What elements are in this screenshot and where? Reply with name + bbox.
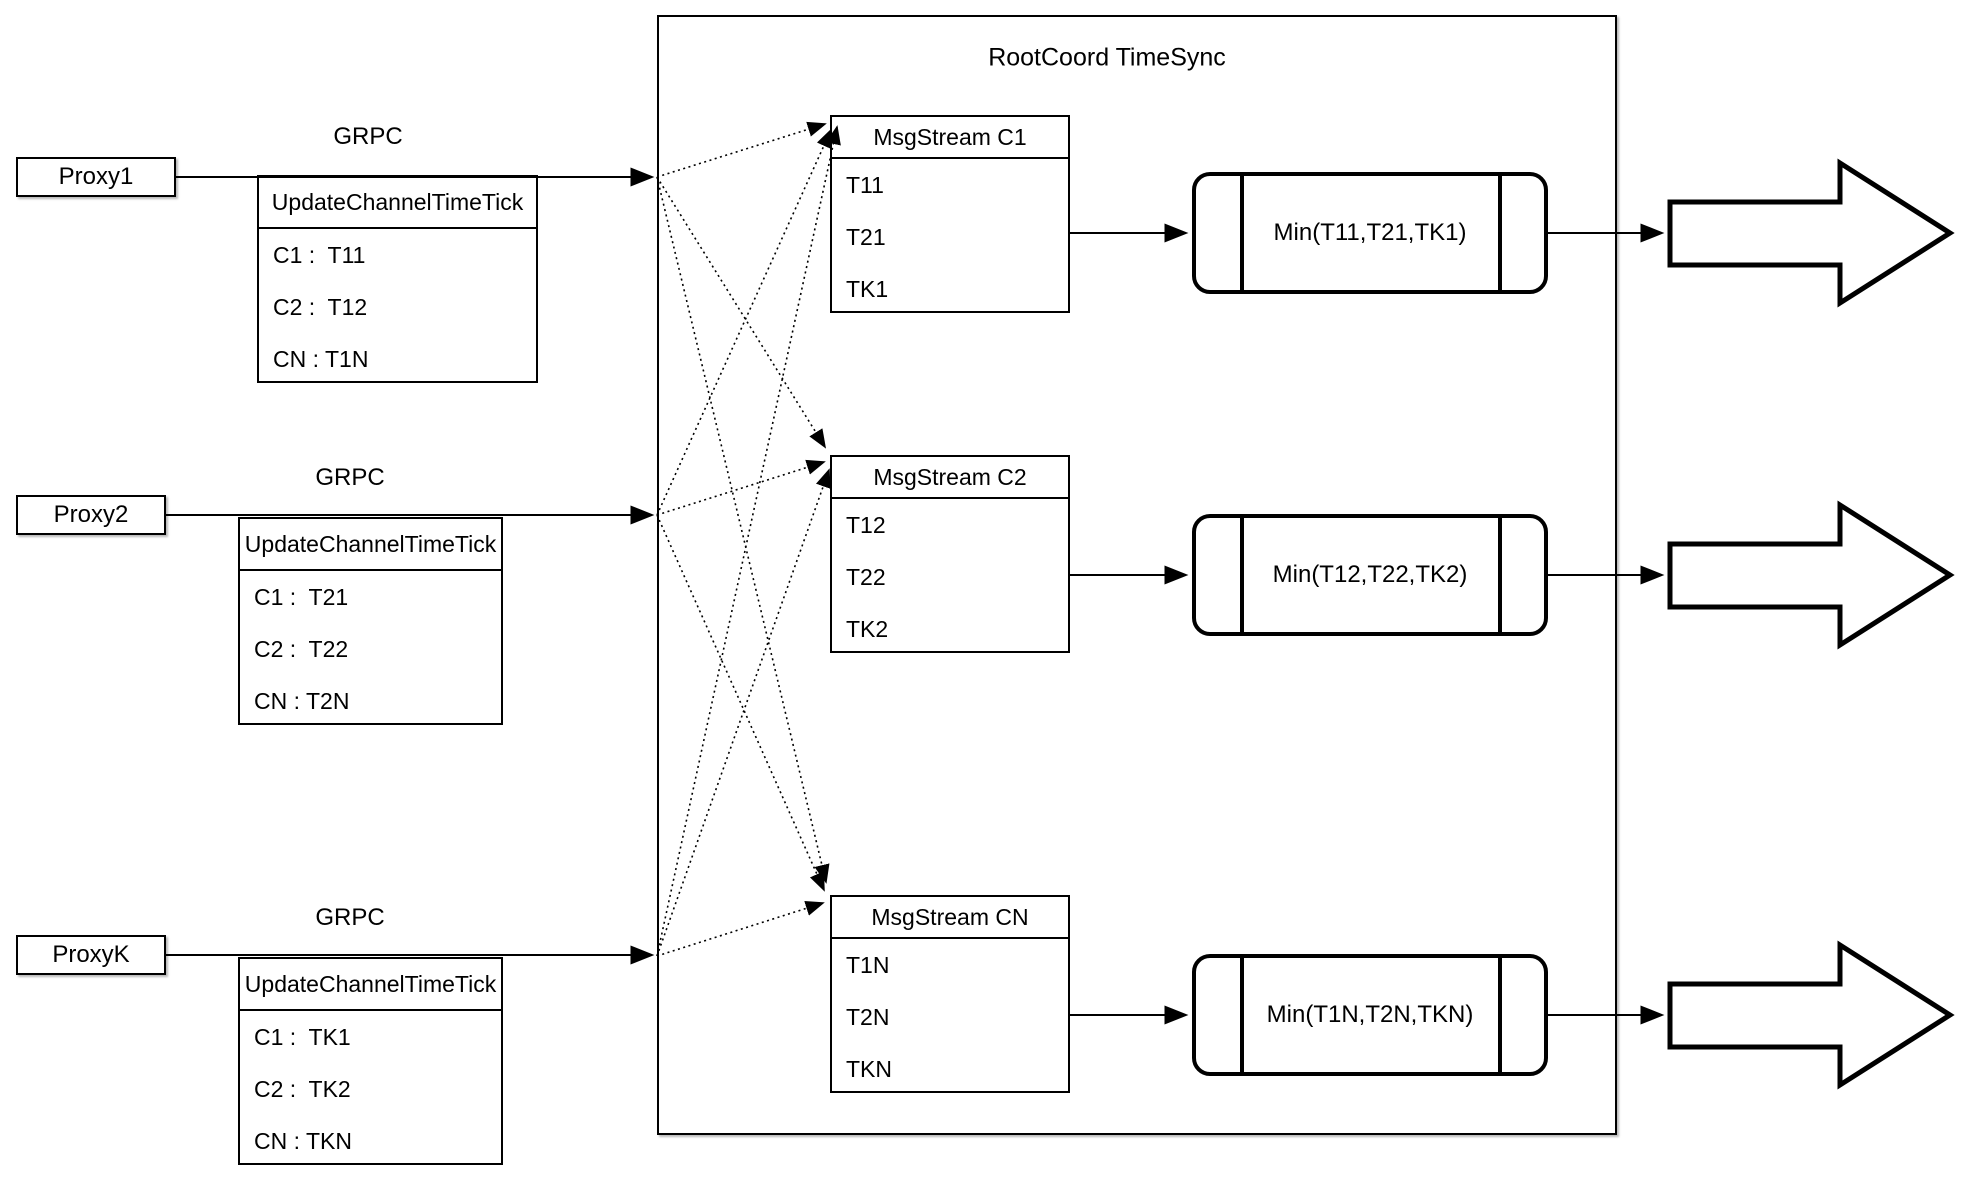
table-row: C1 : TK1 — [254, 1023, 351, 1050]
proxy2-box: Proxy2 — [16, 495, 166, 535]
min-box-cn: Min(T1N,T2N,TKN) — [1192, 954, 1548, 1076]
table-row: T21 — [846, 223, 886, 250]
table-row: C1 : T11 — [273, 241, 366, 268]
table-row: T11 — [846, 171, 884, 198]
table-header: MsgStream C2 — [832, 457, 1068, 499]
table-row: TK1 — [846, 275, 889, 302]
process-bar — [1240, 517, 1244, 633]
grpc-label-3: GRPC — [315, 904, 385, 931]
table-header: MsgStream C1 — [832, 117, 1068, 159]
output-arrow-label-c2: MsgStream C2 — [1719, 561, 1881, 588]
table-row: CN : TKN — [254, 1127, 352, 1154]
msgstream-table-c1: MsgStream C1 T11 T21 TK1 — [830, 115, 1070, 313]
table-row: T22 — [846, 563, 886, 590]
proxy1-box: Proxy1 — [16, 157, 176, 197]
process-bar — [1240, 175, 1244, 291]
table-row: T12 — [846, 511, 886, 538]
table-row: T2N — [846, 1003, 890, 1030]
process-bar — [1498, 957, 1502, 1073]
grpc-label-1: GRPC — [333, 123, 403, 150]
table-row: C2 : TK2 — [254, 1075, 351, 1102]
min-label: Min(T12,T22,TK2) — [1272, 561, 1468, 588]
process-bar — [1498, 175, 1502, 291]
table-header: UpdateChannelTimeTick — [240, 959, 501, 1011]
min-box-c1: Min(T11,T21,TK1) — [1192, 172, 1548, 294]
process-bar — [1498, 517, 1502, 633]
table-header: UpdateChannelTimeTick — [259, 177, 536, 229]
output-arrow-label-c1: MsgStream C1 — [1719, 219, 1881, 246]
output-arrow-label-cn: MsgStream CN — [1717, 1001, 1883, 1028]
table-row: T1N — [846, 951, 890, 978]
table-header: MsgStream CN — [832, 897, 1068, 939]
table-row: C1 : T21 — [254, 583, 349, 610]
msgstream-table-c2: MsgStream C2 T12 T22 TK2 — [830, 455, 1070, 653]
table-row: TKN — [846, 1055, 892, 1082]
update-channel-timetick-table-3: UpdateChannelTimeTick C1 : TK1 C2 : TK2 … — [238, 957, 503, 1165]
msgstream-table-cn: MsgStream CN T1N T2N TKN — [830, 895, 1070, 1093]
table-header: UpdateChannelTimeTick — [240, 519, 501, 571]
table-row: TK2 — [846, 615, 889, 642]
rootcoord-title: RootCoord TimeSync — [988, 43, 1226, 72]
update-channel-timetick-table-2: UpdateChannelTimeTick C1 : T21 C2 : T22 … — [238, 517, 503, 725]
min-label: Min(T1N,T2N,TKN) — [1266, 1001, 1474, 1028]
table-row: CN : T2N — [254, 687, 350, 714]
min-box-c2: Min(T12,T22,TK2) — [1192, 514, 1548, 636]
proxyk-box: ProxyK — [16, 935, 166, 975]
process-bar — [1240, 957, 1244, 1073]
grpc-label-2: GRPC — [315, 464, 385, 491]
table-row: CN : T1N — [273, 345, 369, 372]
update-channel-timetick-table-1: UpdateChannelTimeTick C1 : T11 C2 : T12 … — [257, 175, 538, 383]
table-row: C2 : T12 — [273, 293, 368, 320]
min-label: Min(T11,T21,TK1) — [1273, 219, 1467, 246]
table-row: C2 : T22 — [254, 635, 349, 662]
